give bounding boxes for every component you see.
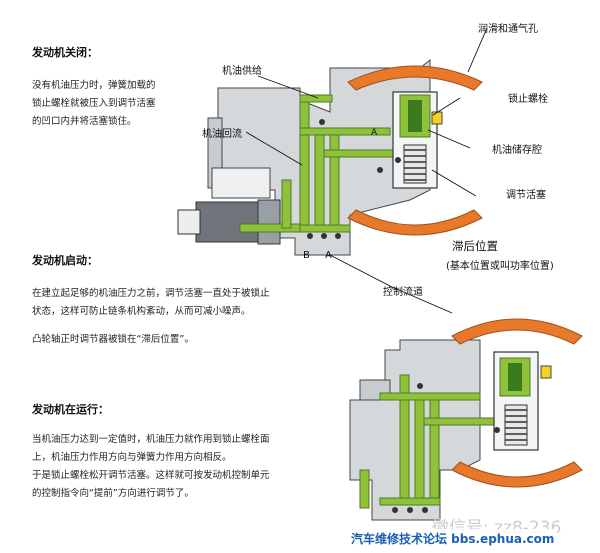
upper-spring-coils: [404, 149, 426, 181]
upper-diagram: [177, 27, 488, 314]
label-retard-position: 滞后位置: [452, 239, 498, 253]
lower-bolts: [392, 383, 500, 513]
label-control-channel: 控制流道: [383, 287, 423, 298]
label-lube-vent: 润滑和通气孔: [478, 24, 538, 35]
lower-piston-spring: [504, 404, 528, 446]
label-retard-note: (基本位置或叫功率位置): [446, 261, 554, 272]
upper-sprocket-bottom: [347, 209, 483, 236]
lower-lock-bolt-core: [508, 363, 522, 391]
label-adjust-piston: 调节活塞: [506, 190, 546, 201]
section-start-line-3: 凸轮轴正时调节器被锁在“滞后位置”。: [32, 334, 194, 345]
upper-bolts: [307, 119, 401, 239]
label-oil-reservoir: 机油储存腔: [492, 145, 542, 156]
section-start-text: 在建立起足够的机油压力之前，调节活塞一直处于被锁止 状态，这样可防止链条机构紊动…: [32, 285, 332, 349]
label-port-a: A: [325, 250, 332, 261]
upper-small-port: [431, 111, 443, 125]
lower-sprocket-bottom: [451, 461, 583, 488]
upper-solenoid-cap: [257, 199, 281, 245]
upper-lock-bolt-core: [408, 100, 422, 132]
section-off-line-1: 没有机油压力时，弹簧加载的: [32, 80, 156, 91]
upper-mount-block: [211, 167, 271, 199]
lower-sprocket-top: [451, 318, 583, 345]
watermark-forum: 汽车维修技术论坛 bbs.ephua.com: [348, 529, 558, 548]
section-start-line-2: 状态，这样可防止链条机构紊动，从而可减小噪声。: [32, 306, 251, 317]
section-off-title: 发动机关闭：: [32, 46, 98, 59]
section-running-line-4: 的控制指令向“提前”方向进行调节了。: [32, 488, 194, 499]
label-lock-bolt: 锁止螺栓: [508, 94, 548, 105]
label-oil-supply: 机油供给: [222, 66, 262, 77]
section-start-title: 发动机启动：: [32, 254, 98, 267]
upper-solenoid: [195, 201, 259, 243]
upper-leader-lines: [245, 27, 488, 314]
section-off-line-3: 的凹口内并将活塞锁住。: [32, 116, 137, 127]
lower-oil-channels: [359, 374, 497, 509]
section-running-title: 发动机在运行：: [32, 403, 109, 416]
section-running-line-2: 上，机油压力作用方向与弹簧力作用方向相反。: [32, 452, 232, 463]
upper-oil-channels: [239, 94, 395, 233]
label-port-a-upper: A: [371, 128, 378, 138]
upper-sprocket-top: [347, 65, 483, 91]
section-running-text: 当机油压力达到一定值时，机油压力就作用到锁止螺栓面 上，机油压力作用方向与弹簧力…: [32, 431, 332, 503]
lower-diagram: [349, 318, 583, 521]
section-off-text: 没有机油压力时，弹簧加载的 锁止螺栓就被压入到调节活塞 的凹口内并将活塞锁住。: [32, 77, 222, 131]
lower-spring-coils: [505, 409, 527, 441]
section-running-line-1: 当机油压力达到一定值时，机油压力就作用到锁止螺栓面: [32, 434, 270, 445]
label-port-b: B: [303, 250, 310, 261]
upper-solenoid-plug: [177, 209, 201, 235]
section-running-line-3: 于是锁止螺栓松开调节活塞。这样就可按发动机控制单元: [32, 470, 270, 481]
section-start-line-1: 在建立起足够的机油压力之前，调节活塞一直处于被锁止: [32, 288, 270, 299]
lower-small-port: [540, 365, 552, 379]
label-oil-return: 机油回流: [202, 129, 242, 140]
section-off-line-2: 锁止螺栓就被压入到调节活塞: [32, 98, 156, 109]
